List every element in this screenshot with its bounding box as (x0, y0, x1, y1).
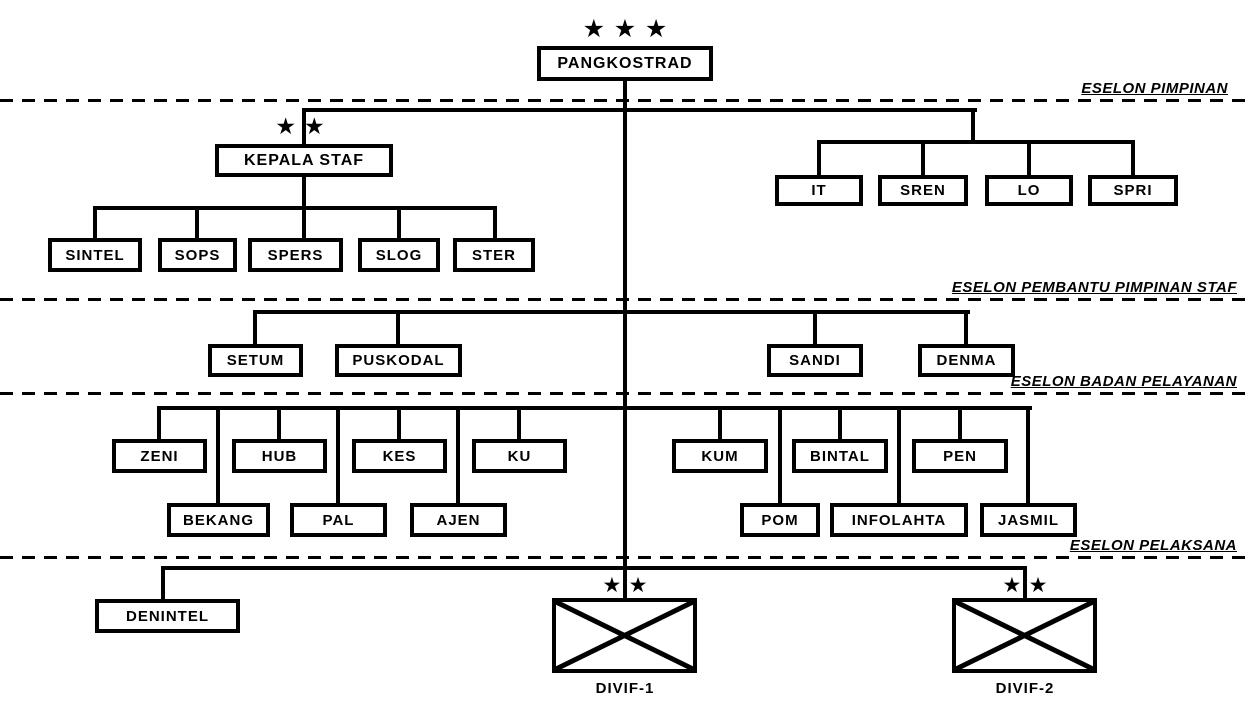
node-sandi: SANDI (767, 344, 863, 377)
connector-line (1131, 140, 1135, 177)
connector-line (302, 108, 977, 112)
connector-line (302, 206, 306, 240)
rank-stars-2-icon: ★ ★ (275, 114, 325, 140)
node-puskodal: PUSKODAL (335, 344, 462, 377)
connector-line (517, 406, 521, 441)
connector-line (302, 108, 306, 148)
node-spers: SPERS (248, 238, 343, 272)
rank-stars-3-icon: ★ ★ ★ (582, 14, 668, 43)
node-hub: HUB (232, 439, 327, 473)
eselon-label-badan-pelayanan: ESELON BADAN PELAYANAN (1010, 373, 1237, 390)
crossed-box-icon (556, 602, 693, 669)
connector-line (1026, 406, 1030, 505)
node-sops: SOPS (158, 238, 237, 272)
connector-line (1027, 140, 1031, 177)
node-denintel: DENINTEL (95, 599, 240, 633)
connector-line (397, 406, 401, 441)
connector-line (161, 566, 165, 601)
node-setum: SETUM (208, 344, 303, 377)
node-divif1-symbol (552, 598, 697, 673)
connector-line (253, 310, 970, 314)
connector-line (897, 406, 901, 505)
connector-line (817, 140, 1135, 144)
node-spri: SPRI (1088, 175, 1178, 206)
rank-stars-2-icon: ★ ★ (602, 573, 648, 597)
connector-line (778, 406, 782, 505)
node-denma: DENMA (918, 344, 1015, 377)
node-pangkostrad: PANGKOSTRAD (537, 46, 713, 81)
crossed-box-icon (956, 602, 1093, 669)
node-bintal: BINTAL (792, 439, 888, 473)
connector-line (958, 406, 962, 441)
connector-line (921, 140, 925, 177)
node-sren: SREN (878, 175, 968, 206)
node-pal: PAL (290, 503, 387, 537)
connector-line (971, 108, 975, 144)
eselon-label-pimpinan: ESELON PIMPINAN (1081, 80, 1228, 97)
node-divif2-label: DIVIF-2 (995, 680, 1055, 697)
connector-line (157, 406, 161, 441)
node-slog: SLOG (358, 238, 440, 272)
connector-line (718, 406, 722, 441)
node-ku: KU (472, 439, 567, 473)
node-lo: LO (985, 175, 1073, 206)
node-pom: POM (740, 503, 820, 537)
node-pen: PEN (912, 439, 1008, 473)
node-kum: KUM (672, 439, 768, 473)
connector-line (1023, 566, 1027, 600)
node-ster: STER (453, 238, 535, 272)
connector-line (493, 206, 497, 240)
connector-line (216, 406, 220, 505)
connector-line (456, 406, 460, 505)
connector-line (157, 406, 1032, 410)
connector-line (336, 406, 340, 505)
connector-line (93, 206, 97, 240)
node-bekang: BEKANG (167, 503, 270, 537)
connector-line (93, 206, 497, 210)
node-ajen: AJEN (410, 503, 507, 537)
connector-line (397, 206, 401, 240)
node-it: IT (775, 175, 863, 206)
connector-line (277, 406, 281, 441)
node-jasmil: JASMIL (980, 503, 1077, 537)
connector-line (817, 140, 821, 177)
node-infolahta: INFOLAHTA (830, 503, 968, 537)
connector-line (253, 310, 257, 346)
node-zeni: ZENI (112, 439, 207, 473)
connector-line (813, 310, 817, 346)
connector-line (161, 566, 1027, 570)
connector-line (838, 406, 842, 441)
node-divif1-label: DIVIF-1 (595, 680, 655, 697)
node-divif2-symbol (952, 598, 1097, 673)
eselon-label-pembantu: ESELON PEMBANTU PIMPINAN STAF (951, 279, 1237, 296)
connector-line (396, 310, 400, 346)
connector-line (964, 310, 968, 346)
rank-stars-2-icon: ★ ★ (1002, 573, 1048, 597)
eselon-label-pelaksana: ESELON PELAKSANA (1069, 537, 1237, 554)
node-kes: KES (352, 439, 447, 473)
node-sintel: SINTEL (48, 238, 142, 272)
connector-line (195, 206, 199, 240)
trunk-line (623, 79, 627, 600)
node-kepala-staf: KEPALA STAF (215, 144, 393, 177)
connector-line (302, 175, 306, 210)
